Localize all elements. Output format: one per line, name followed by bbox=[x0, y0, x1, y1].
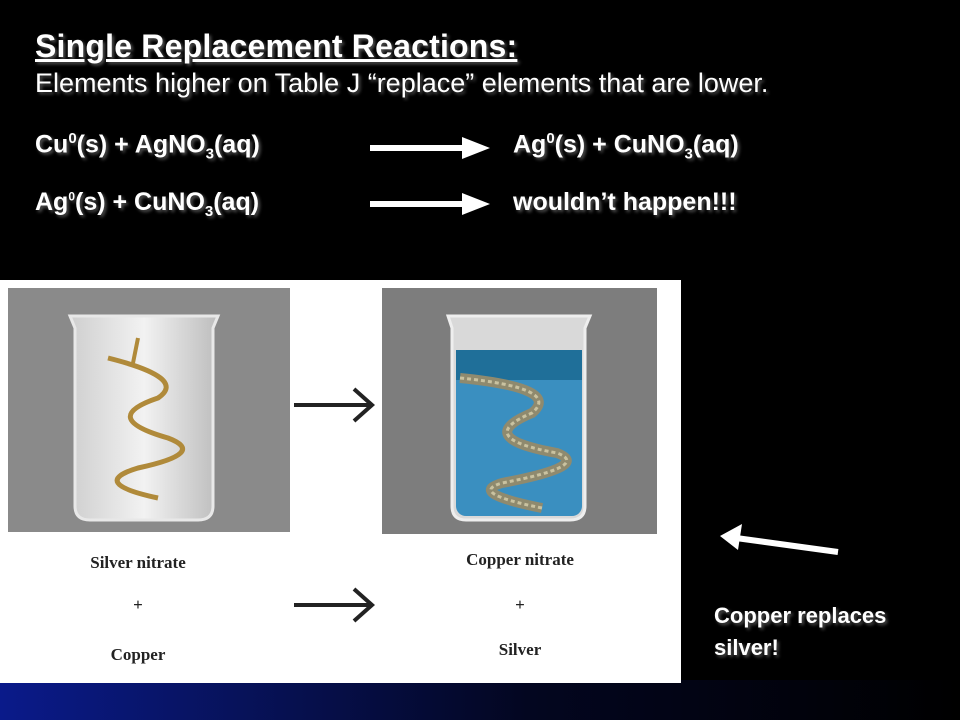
eq2-subscript: 3 bbox=[204, 203, 214, 220]
label-silver-nitrate: Silver nitrate bbox=[90, 553, 186, 572]
eq1-product-state: (aq) bbox=[692, 130, 739, 159]
figure-arrow-icon bbox=[294, 587, 376, 623]
eq1-charge-cu: 0 bbox=[68, 130, 77, 147]
beaker-reaction-figure: Silver nitrate + Copper Copper nitrate +… bbox=[0, 280, 681, 683]
reaction-arrow-icon bbox=[370, 137, 490, 159]
caption-line-1: Copper replaces bbox=[714, 603, 887, 628]
eq1-element-cu: Cu bbox=[35, 130, 69, 159]
beaker-with-blue-solution-icon bbox=[445, 314, 593, 522]
bottom-gradient-bar bbox=[0, 680, 960, 720]
beaker-after-panel bbox=[382, 288, 657, 534]
label-right-plus: + bbox=[515, 595, 525, 614]
eq2-charge-ag: 0 bbox=[68, 189, 76, 204]
beaker-with-copper-coil-icon bbox=[67, 314, 221, 522]
equation-1-products: Ag0(s) + CuNO3(aq) bbox=[513, 130, 739, 162]
eq1-state: (aq) bbox=[213, 130, 260, 159]
eq1-reactant-2: (s) + AgNO bbox=[76, 130, 206, 159]
beaker-before-panel bbox=[8, 288, 290, 532]
reaction-arrow-icon bbox=[370, 193, 490, 215]
figure-arrow-icon bbox=[294, 387, 376, 423]
eq2-element-ag: Ag bbox=[35, 188, 69, 216]
equation-2-result: wouldn’t happen!!! bbox=[513, 188, 737, 216]
eq2-state: (aq) bbox=[213, 188, 260, 216]
label-copper: Copper bbox=[110, 645, 166, 664]
caption-line-2: silver! bbox=[714, 635, 779, 660]
equation-2-reactants: Ag0(s) + CuNO3(aq) bbox=[35, 188, 259, 220]
eq1-charge-ag: 0 bbox=[546, 130, 555, 147]
eq2-reactant-2: (s) + CuNO bbox=[75, 188, 205, 216]
label-copper-nitrate: Copper nitrate bbox=[466, 550, 574, 569]
pointer-arrow-icon bbox=[720, 524, 839, 555]
slide-subtitle: Elements higher on Table J “replace” ele… bbox=[35, 68, 769, 98]
caption-copper-replaces-silver: Copper replaces silver! bbox=[714, 600, 886, 664]
eq1-product-subscript: 3 bbox=[684, 145, 693, 163]
eq1-product-2: (s) + CuNO bbox=[554, 130, 685, 159]
label-silver: Silver bbox=[498, 640, 542, 659]
label-left-plus: + bbox=[133, 595, 143, 614]
eq1-element-ag: Ag bbox=[513, 130, 547, 159]
slide-title: Single Replacement Reactions: bbox=[35, 28, 518, 64]
equation-1-reactants: Cu0(s) + AgNO3(aq) bbox=[35, 130, 260, 162]
eq1-subscript: 3 bbox=[205, 145, 214, 163]
